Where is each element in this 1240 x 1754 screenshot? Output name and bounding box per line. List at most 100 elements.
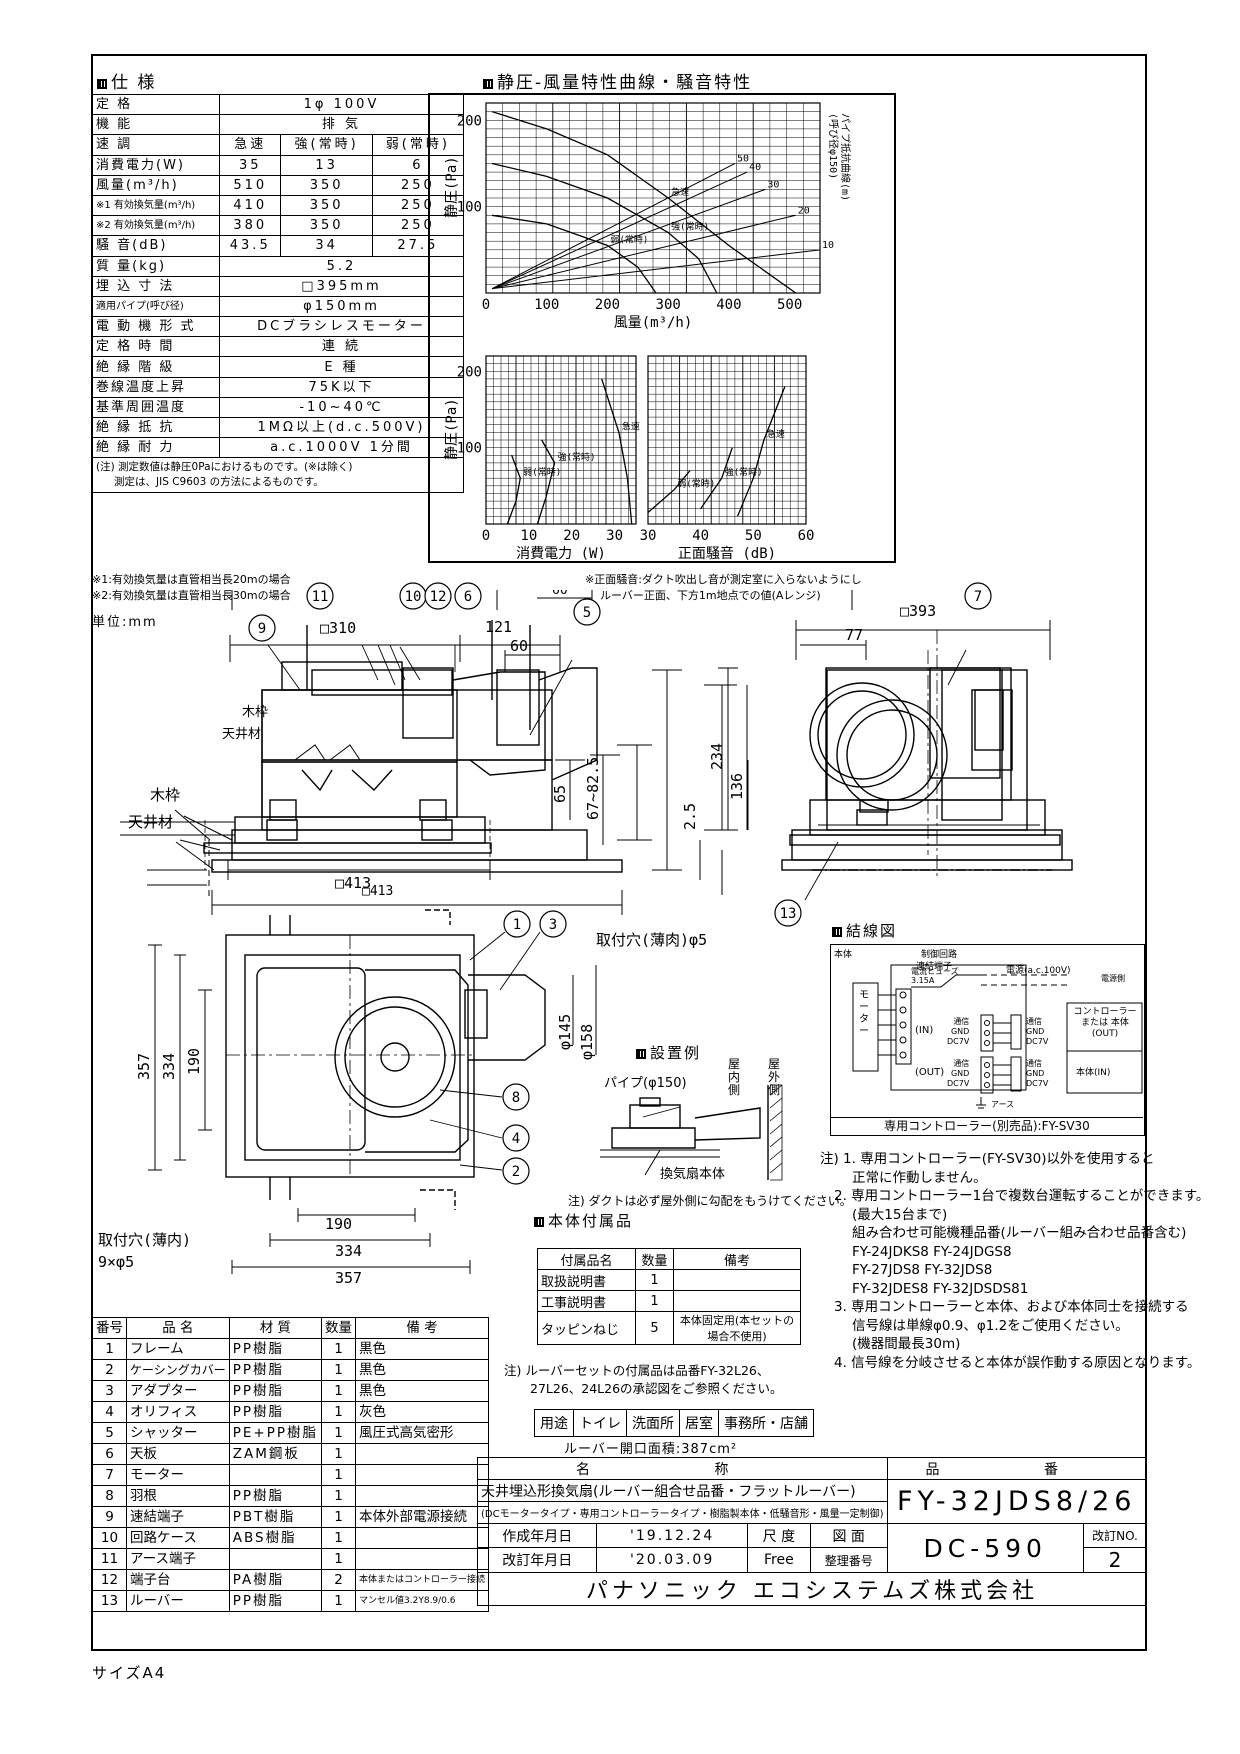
spec-label: 定 格 時 間 — [92, 336, 220, 358]
parts-cell: 9 — [92, 1506, 127, 1528]
dim-77-label: 77 — [845, 626, 863, 644]
balloon-6: 6 — [464, 589, 472, 605]
use-cell: 洗面所 — [626, 1409, 680, 1437]
install-pipe: パイプ(φ150) — [604, 1076, 687, 1091]
dim-357: 357 — [135, 1053, 153, 1080]
accessories-header: 付属品名 — [537, 1248, 636, 1270]
balloon-10: 10 — [405, 589, 422, 605]
wiring-signal-body: 通信 GND DC7V — [1026, 1059, 1048, 1089]
spec-label: 質 量(kg) — [92, 255, 220, 277]
parts-cell: マンセル値3.2Y8.9/0.6 — [355, 1590, 490, 1612]
parts-cell: 13 — [92, 1590, 127, 1612]
x-tick-label: 100 — [534, 297, 559, 313]
parts-cell: PBT樹脂 — [228, 1506, 323, 1528]
spec-label: 速 調 — [92, 134, 220, 156]
wiring-signal-ctrl: 通信 GND DC7V — [1026, 1017, 1048, 1047]
spec-label: 絶 縁 抵 抗 — [92, 416, 220, 439]
pipe-curve — [491, 171, 748, 290]
install-body: 換気扇本体 — [660, 1167, 726, 1182]
spec-value: 410 — [218, 194, 282, 217]
note-line: (機器間最長30m) — [852, 1336, 961, 1352]
balloon-9: 9 — [258, 621, 266, 637]
accessories-cell: 5 — [634, 1311, 675, 1345]
parts-cell: 10 — [92, 1527, 127, 1549]
parts-cell: 6 — [92, 1443, 127, 1465]
parts-cell: ABS樹脂 — [228, 1527, 323, 1549]
parts-cell: 黒色 — [355, 1380, 490, 1402]
parts-cell: 1 — [321, 1548, 357, 1570]
spec-value: 排 気 — [219, 114, 464, 136]
series-line-1 — [536, 439, 556, 525]
series-line-0 — [506, 455, 521, 525]
spec-label: 絶 縁 耐 力 — [92, 437, 220, 459]
dim-67-82: 67~82.5 — [584, 757, 602, 820]
plot-area — [485, 102, 821, 294]
spec-note: (注) 測定数値は静圧0Paにおけるものです。(※は除く)測定は、JIS C96… — [92, 457, 464, 494]
parts-cell: 回路ケース — [126, 1527, 230, 1549]
parts-cell: 1 — [321, 1401, 357, 1423]
parts-cell: フレーム — [126, 1338, 230, 1360]
parts-cell: ケーシングカバー — [126, 1359, 230, 1381]
parts-cell: 本体またはコントローラー接続 — [355, 1569, 490, 1591]
parts-cell: 8 — [92, 1485, 127, 1507]
balloon-2: 2 — [512, 1164, 520, 1180]
series-label: 強(常時) — [558, 451, 596, 463]
parts-header: 材 質 — [228, 1317, 323, 1339]
parts-cell: 1 — [321, 1338, 357, 1360]
created-date: '19.12.24 — [596, 1523, 748, 1548]
parts-cell: アダプター — [126, 1380, 230, 1402]
wiring-title: 結線図 — [832, 920, 897, 941]
dim-65: 65 — [551, 785, 569, 803]
signal-dc7v-3: DC7V — [1026, 1037, 1049, 1046]
parts-cell: モーター — [126, 1464, 230, 1486]
x-axis-label: 消費電力 (W) — [516, 546, 606, 562]
y-axis-label: 静圧(Pa) — [444, 398, 460, 460]
parts-cell: 1 — [321, 1443, 357, 1465]
louver-opening: ルーバー開口面積:387cm² — [564, 1442, 738, 1457]
parts-cell: 2 — [92, 1359, 127, 1381]
parts-cell: 5 — [92, 1422, 127, 1444]
accessories-cell: 1 — [634, 1269, 675, 1291]
dim-60: 60 — [552, 590, 568, 598]
wiring-diagram: 本体 制御回路 連結端子 電流ヒューズ 3.15A 電源(a.c.100V) 電… — [830, 944, 1145, 1136]
parts-cell: アース端子 — [126, 1548, 230, 1570]
accessories-header: 備考 — [673, 1248, 801, 1270]
balloon-12: 12 — [430, 589, 447, 605]
x-tick-label: 200 — [595, 297, 620, 313]
y-tick-label: 200 — [457, 113, 482, 129]
parts-cell: オリフィス — [126, 1401, 230, 1423]
series-label: 弱(常時) — [677, 478, 715, 490]
parts-cell: 11 — [92, 1548, 127, 1570]
use-cell: 事務所・店舗 — [718, 1409, 814, 1437]
wiring-body: 本体 — [834, 950, 853, 960]
install-title: 設置例 — [636, 1042, 701, 1063]
spec-value: 350 — [280, 194, 373, 217]
x-tick-label: 20 — [563, 528, 580, 544]
pipe-label: 20 — [798, 205, 810, 216]
spec-value: 350 — [280, 215, 373, 237]
spec-value: □395mm — [219, 275, 464, 297]
scale-value: Free — [746, 1547, 811, 1573]
parts-cell: シャッター — [126, 1422, 230, 1444]
parts-cell: 灰色 — [355, 1401, 490, 1423]
spec-note-2: 測定は、JIS C9603 の方法によるものです。 — [114, 476, 324, 489]
parts-header: 番号 — [92, 1317, 127, 1339]
note-line: (最大15台まで) — [852, 1206, 948, 1223]
chart-panel — [428, 93, 896, 563]
spec-value: 43.5 — [218, 235, 282, 257]
noise-note-1: ※正面騒音:ダクト吹出し音が測定室に入らないようにし — [585, 573, 862, 586]
ceiling-label: 天井材 — [222, 727, 261, 742]
series-label: 急速 — [622, 420, 640, 432]
x-tick-label: 30 — [640, 528, 657, 544]
y-tick-label: 100 — [457, 200, 482, 216]
parts-cell: 端子台 — [126, 1569, 230, 1591]
revised-label: 改訂年月日 — [476, 1547, 598, 1573]
noise-note-2: ルーバー正面、下方1m地点での値(Aレンジ) — [600, 589, 821, 602]
parts-cell: 天板 — [126, 1443, 230, 1465]
wiring-controller: コントローラー または 本体(OUT) — [1073, 1007, 1137, 1039]
signal-comm: 通信 — [953, 1017, 970, 1026]
wiring-earth: アース — [991, 1100, 1015, 1109]
series-line-0 — [647, 470, 691, 513]
